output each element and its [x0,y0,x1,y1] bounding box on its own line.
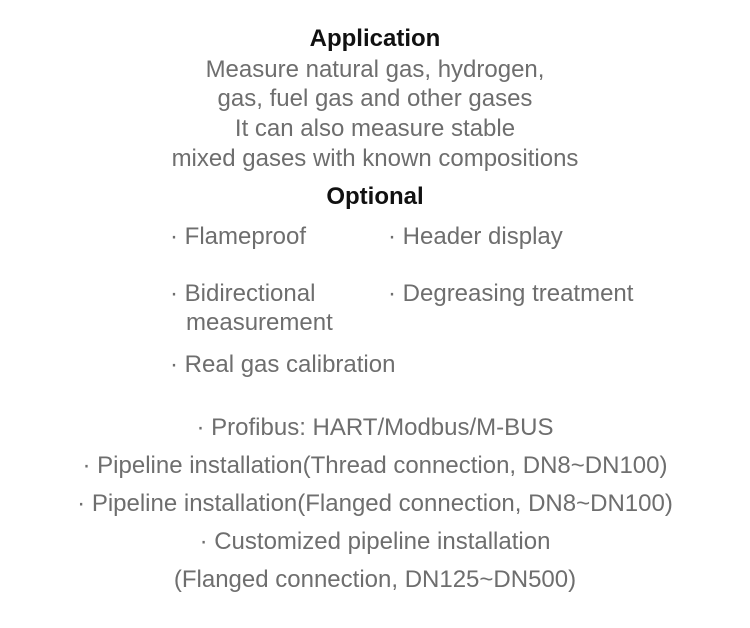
application-line: Measure natural gas, hydrogen, [205,56,545,83]
option-bidirectional-cont: measurement [186,309,333,336]
option-bidirectional: · Bidirectional [170,280,316,307]
option-pipeline-flanged: · Pipeline installation(Flanged connecti… [77,490,673,517]
option-customized: · Customized pipeline installation [199,528,551,555]
option-degreasing: · Degreasing treatment [388,280,634,307]
option-flameproof: · Flameproof [170,223,307,250]
option-profibus: · Profibus: HART/Modbus/M-BUS [196,414,554,441]
option-real-gas: · Real gas calibration [170,351,396,378]
optional-heading: Optional [326,183,424,210]
application-line: gas, fuel gas and other gases [217,85,533,112]
application-line: It can also measure stable [234,115,516,142]
option-customized-cont: (Flanged connection, DN125~DN500) [173,566,577,593]
application-heading: Application [309,25,441,52]
option-pipeline-thread: · Pipeline installation(Thread connectio… [82,452,668,479]
option-header-display: · Header display [388,223,563,250]
application-line: mixed gases with known compositions [171,145,579,172]
